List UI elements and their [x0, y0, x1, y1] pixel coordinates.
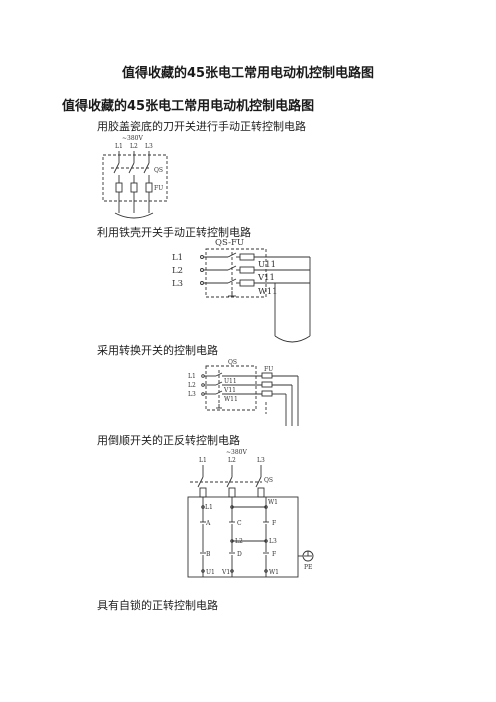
fig4-bottom-label-w1: W1 — [269, 569, 279, 576]
fig3-switch-label: QS — [228, 359, 237, 366]
fig4-phase-l1: L1 — [199, 457, 207, 464]
fig1-phase-l3: L3 — [145, 143, 153, 150]
fig1-phase-l1: L1 — [115, 143, 123, 150]
caption-iron-case-switch-circuit: 利用铁壳开关手动正转控制电路 — [97, 226, 251, 239]
fig4-bottom-label-u1: U1 — [206, 569, 215, 576]
fig1-voltage-label: ~380V — [122, 135, 143, 142]
figure-changeover-switch-circuit: QS FU L1 L2 L3 U11 V11 W11 — [188, 359, 299, 426]
fig3-phase-l1: L1 — [188, 373, 196, 380]
fig2-phase-l3: L3 — [172, 279, 183, 289]
caption-reversing-switch-circuit: 用倒顺开关的正反转控制电路 — [97, 434, 240, 447]
fig1-phase-l2: L2 — [130, 143, 138, 150]
fig4-phase-l2: L2 — [228, 457, 236, 464]
fig2-output-v11: V11 — [257, 273, 275, 283]
fig4-mid-label-l2: L2 — [235, 538, 243, 545]
caption-changeover-switch-circuit: 采用转换开关的控制电路 — [97, 344, 218, 357]
fig1-fuse-label: FU — [154, 185, 163, 192]
fig2-output-u11: U11 — [258, 260, 276, 270]
figure-reversing-switch-circuit: ~380V L1 L2 L3 QS L1 W1 A C F L2 L3 B D … — [187, 449, 314, 578]
fig4-contact-f-lower: F — [272, 551, 276, 558]
fig3-fuse-label: FU — [264, 366, 273, 373]
fig4-contact-f-upper: F — [272, 520, 276, 527]
fig4-top-label-l1: L1 — [205, 504, 213, 511]
fig4-bottom-label-v1: V1 — [221, 569, 230, 576]
fig4-ground-label: PE — [304, 564, 312, 571]
caption-self-locking-circuit: 具有自锁的正转控制电路 — [97, 599, 218, 612]
fig4-contact-d: D — [237, 551, 242, 558]
fig4-top-label-w1: W1 — [268, 499, 278, 506]
fig4-switch-label: QS — [264, 477, 273, 484]
section-heading: 值得收藏的45张电工常用电动机控制电路图 — [62, 99, 315, 114]
fig2-output-w11: W11 — [258, 287, 278, 297]
document-title: 值得收藏的45张电工常用电动机控制电路图 — [121, 66, 375, 81]
fig1-switch-label: QS — [154, 167, 163, 174]
fig2-phase-l2: L2 — [172, 266, 183, 276]
fig3-output-w11: W11 — [224, 396, 238, 403]
figure-knife-switch-circuit: ~380V L1 L2 L3 QS FU — [102, 135, 168, 219]
fig4-contact-a: A — [205, 520, 211, 527]
fig2-phase-l1: L1 — [172, 253, 183, 263]
fig4-mid-label-l3: L3 — [269, 538, 277, 545]
fig4-phase-l3: L3 — [257, 457, 265, 464]
fig4-contact-b: B — [206, 551, 211, 558]
fig4-voltage-label: ~380V — [226, 449, 247, 456]
figure-iron-case-switch-circuit: QS-FU L1 L2 L3 U11 V11 W11 — [172, 238, 311, 343]
fig3-output-v11: V11 — [223, 387, 236, 394]
fig3-output-u11: U11 — [224, 378, 237, 385]
caption-knife-switch-circuit: 用胶盖瓷底的刀开关进行手动正转控制电路 — [97, 120, 306, 133]
fig3-phase-l2: L2 — [188, 382, 196, 389]
fig3-phase-l3: L3 — [188, 391, 196, 398]
fig4-contact-c: C — [237, 520, 242, 527]
fig2-switch-fuse-label: QS-FU — [215, 238, 244, 248]
